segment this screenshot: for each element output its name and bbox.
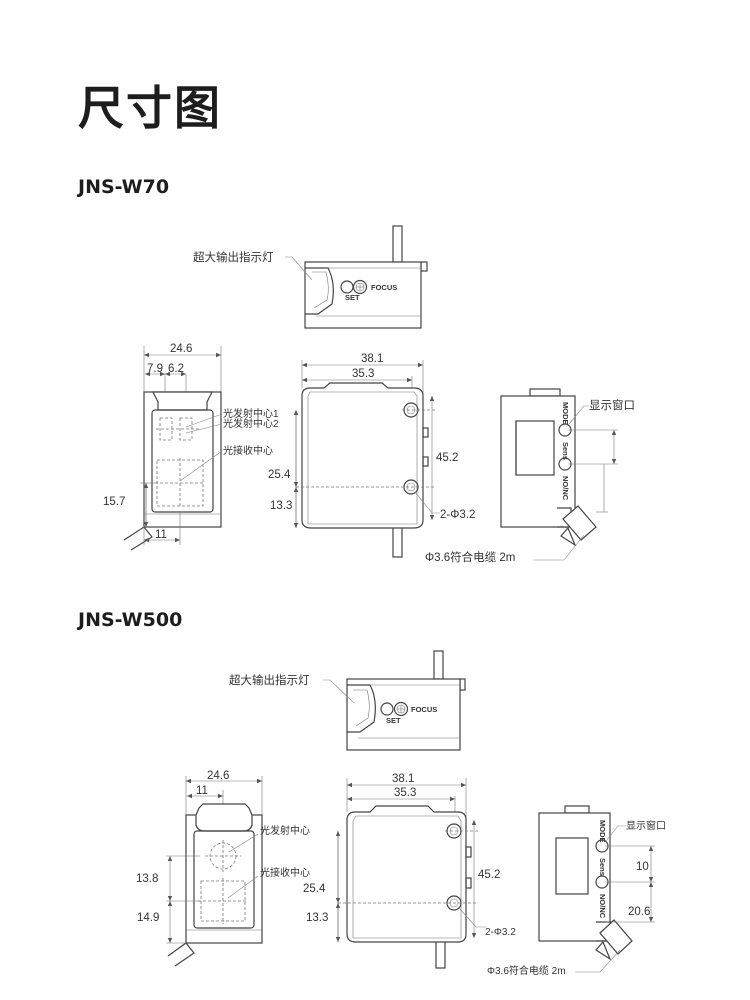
w500-dim-front-width: 24.6 — [207, 770, 229, 782]
w70-set-label: SET — [345, 293, 360, 302]
w500-drawing: FOCUS SET 超大输出指示灯 24.6 11 光发 — [136, 650, 666, 977]
w500-top-view: FOCUS SET 超大输出指示灯 — [229, 650, 466, 751]
w70-emit1-label: 光发射中心1 — [223, 407, 279, 420]
w500-focus-label: FOCUS — [411, 705, 437, 714]
w70-dim-pitch-a: 7.9 — [147, 363, 163, 375]
w500-display-label: 显示窗口 — [626, 819, 666, 832]
w70-dim-11: 11 — [155, 529, 167, 541]
w500-rear-view: MODE Sens NO/NC 10 20.6 显示窗口 Φ3.6符合电缆 2m — [487, 805, 666, 977]
w500-dim-13-3: 13.3 — [306, 912, 328, 924]
w70-holes-label: 2-Φ3.2 — [440, 509, 475, 521]
w500-cable-label: Φ3.6符合电缆 2m — [487, 964, 566, 977]
w70-drawing: FOCUS SET 超大输出指示灯 24.6 7.9 6.2 — [103, 225, 635, 564]
w500-receive-label: 光接收中心 — [260, 866, 310, 879]
w500-front-view: 24.6 11 光发射中心 光接收中心 13.8 14.9 — [136, 770, 310, 967]
w70-cable-label: Φ3.6符合电缆 2m — [425, 550, 515, 564]
w70-side-view: 38.1 35.3 45.2 25.4 13.3 2-Φ3.2 — [268, 353, 475, 558]
w500-dim-10: 10 — [636, 861, 649, 873]
w500-dim-20-6: 20.6 — [628, 906, 650, 918]
w70-dim-pitch-b: 6.2 — [168, 363, 184, 375]
w500-dim-35-3: 35.3 — [394, 787, 416, 799]
w70-dim-15-7: 15.7 — [103, 496, 125, 508]
w500-indicator-label: 超大输出指示灯 — [229, 673, 310, 687]
w70-rear-view: MODE Sens NO/NC 显示窗口 Φ3.6符合电缆 2m — [425, 388, 635, 564]
w500-emit-label: 光发射中心 — [260, 824, 310, 837]
w70-emit2-label: 光发射中心2 — [223, 417, 279, 430]
w500-dim-38-1: 38.1 — [392, 773, 414, 785]
model-title-w70: JNS-W70 — [78, 176, 170, 198]
page-title: 尺寸图 — [78, 81, 222, 135]
w70-dim-25-4: 25.4 — [268, 469, 291, 481]
w70-mode-label: MODE — [561, 402, 570, 425]
w70-receive-label: 光接收中心 — [223, 444, 273, 457]
w70-sens-label: Sens — [561, 442, 570, 460]
w70-display-label: 显示窗口 — [589, 398, 635, 412]
w70-dim-38-1: 38.1 — [361, 353, 383, 365]
w70-dim-35-3: 35.3 — [352, 368, 374, 380]
w70-indicator-label: 超大输出指示灯 — [193, 250, 274, 264]
w70-dim-13-3: 13.3 — [270, 500, 292, 512]
w500-noc-label: NO/NC — [598, 894, 607, 919]
model-title-w500: JNS-W500 — [78, 609, 183, 631]
w70-dim-45-2: 45.2 — [436, 452, 458, 464]
w70-focus-label: FOCUS — [371, 283, 397, 292]
w500-mode-label: MODE — [598, 820, 607, 843]
w70-noc-label: NO/NC — [561, 476, 570, 501]
w500-dim-25-4: 25.4 — [303, 883, 326, 895]
w500-dim-11: 11 — [196, 785, 208, 797]
w500-dim-45-2: 45.2 — [478, 869, 500, 881]
w500-holes-label: 2-Φ3.2 — [485, 927, 516, 938]
w500-dim-13-8: 13.8 — [136, 873, 158, 885]
w500-set-label: SET — [386, 716, 401, 725]
w500-side-view: 38.1 35.3 45.2 25.4 13.3 2-Φ3.2 — [303, 773, 516, 969]
w500-dim-14-9: 14.9 — [137, 912, 159, 924]
w70-front-view: 24.6 7.9 6.2 光发射中心1 光发射中心2 光接收中心 — [103, 343, 279, 551]
w70-dim-front-width: 24.6 — [170, 343, 192, 355]
w500-sens-label: Sens — [598, 858, 607, 876]
w70-top-view: FOCUS SET 超大输出指示灯 — [193, 225, 428, 329]
